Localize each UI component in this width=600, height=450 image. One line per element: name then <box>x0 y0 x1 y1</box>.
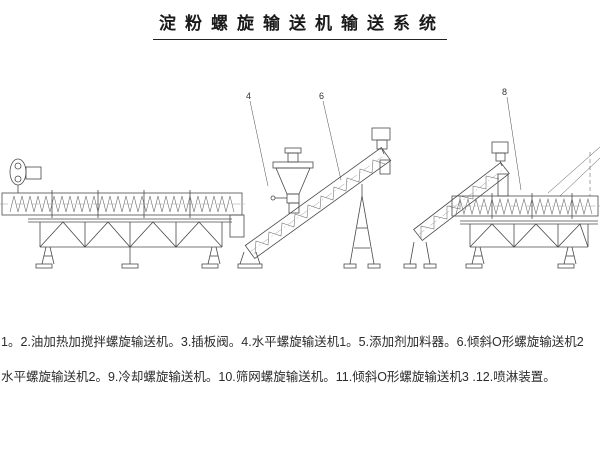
motor-body <box>371 127 391 141</box>
inclined-conveyor-1 <box>244 127 392 260</box>
gearbox <box>376 139 388 150</box>
left-truss <box>28 218 232 269</box>
motor-body <box>491 141 509 154</box>
conveyor-tube <box>413 161 510 242</box>
truss-web <box>39 221 223 248</box>
drive-link <box>499 160 503 167</box>
left-conveyor <box>0 158 246 238</box>
motor-body <box>25 166 42 180</box>
base-pad <box>403 263 417 269</box>
support-leg <box>207 246 213 265</box>
conveyor-tube <box>244 146 392 260</box>
hopper-cap <box>284 147 302 154</box>
mid-supports <box>237 184 437 269</box>
base-pad <box>237 263 263 269</box>
valve-knob <box>270 195 276 201</box>
truss-web <box>469 223 589 248</box>
screw-flight <box>420 175 500 239</box>
center-line <box>249 153 387 253</box>
base-pad <box>557 263 575 269</box>
right-conveyor <box>448 193 600 219</box>
pulley <box>14 175 22 183</box>
slide-valve <box>286 193 300 204</box>
hopper-body <box>275 167 311 195</box>
callout-label: 4 <box>246 91 251 101</box>
page-title-text: 淀粉螺旋输送机输送系统 <box>153 9 447 40</box>
support-leg <box>571 246 577 265</box>
support-leg <box>349 195 363 265</box>
hopper-stem <box>287 152 299 163</box>
base-pad <box>343 263 357 269</box>
base-pad <box>35 263 53 269</box>
legend-line-2: 水平螺旋输送机2。9.冷却螺旋输送机。10.筛网螺旋输送机。11.倾斜O形螺旋输… <box>1 370 556 384</box>
right-edge-leaders <box>547 146 600 197</box>
drive-link <box>381 148 385 155</box>
support-leg <box>239 251 245 265</box>
callout-label: 6 <box>319 91 324 101</box>
support-leg <box>409 241 415 265</box>
support-leg <box>479 246 485 265</box>
center-line <box>417 167 506 236</box>
discharge-chute <box>229 214 245 238</box>
valve-connector <box>288 202 300 214</box>
support-leg <box>215 246 221 265</box>
discharge-chute <box>379 159 391 175</box>
base-pad <box>121 263 139 269</box>
screw-flight <box>455 197 593 216</box>
screw-flight <box>9 195 235 213</box>
leader-line <box>322 100 342 181</box>
support-leg <box>471 246 477 265</box>
support-leg <box>563 246 569 265</box>
legend-line-1: 1。2.油加热加搅拌螺旋输送机。3.插板阀。4.水平螺旋输送机1。5.添加剂加料… <box>1 335 584 349</box>
callout-label: 8 <box>502 87 507 97</box>
leader-line <box>249 100 269 187</box>
base-pad <box>367 263 381 269</box>
page-title: 淀粉螺旋输送机输送系统 <box>0 9 600 40</box>
base-pad <box>423 263 437 269</box>
leader-line <box>506 96 522 191</box>
support-leg <box>425 241 431 265</box>
callouts: 4 6 8 <box>246 87 522 191</box>
screw-flight <box>254 159 386 255</box>
base-pad <box>465 263 483 269</box>
pulley <box>14 162 22 170</box>
support-leg <box>361 195 375 265</box>
leader-line <box>547 146 600 194</box>
base-pad <box>201 263 219 269</box>
support-leg <box>49 246 55 265</box>
gearbox <box>495 152 506 162</box>
right-truss <box>460 220 598 269</box>
feed-hopper <box>270 147 314 214</box>
inclined-conveyor-2 <box>413 141 510 242</box>
leader-line <box>559 157 600 197</box>
hopper-lid <box>272 161 314 169</box>
support-leg <box>255 251 261 265</box>
support-leg <box>41 246 47 265</box>
discharge-chute <box>497 173 509 197</box>
